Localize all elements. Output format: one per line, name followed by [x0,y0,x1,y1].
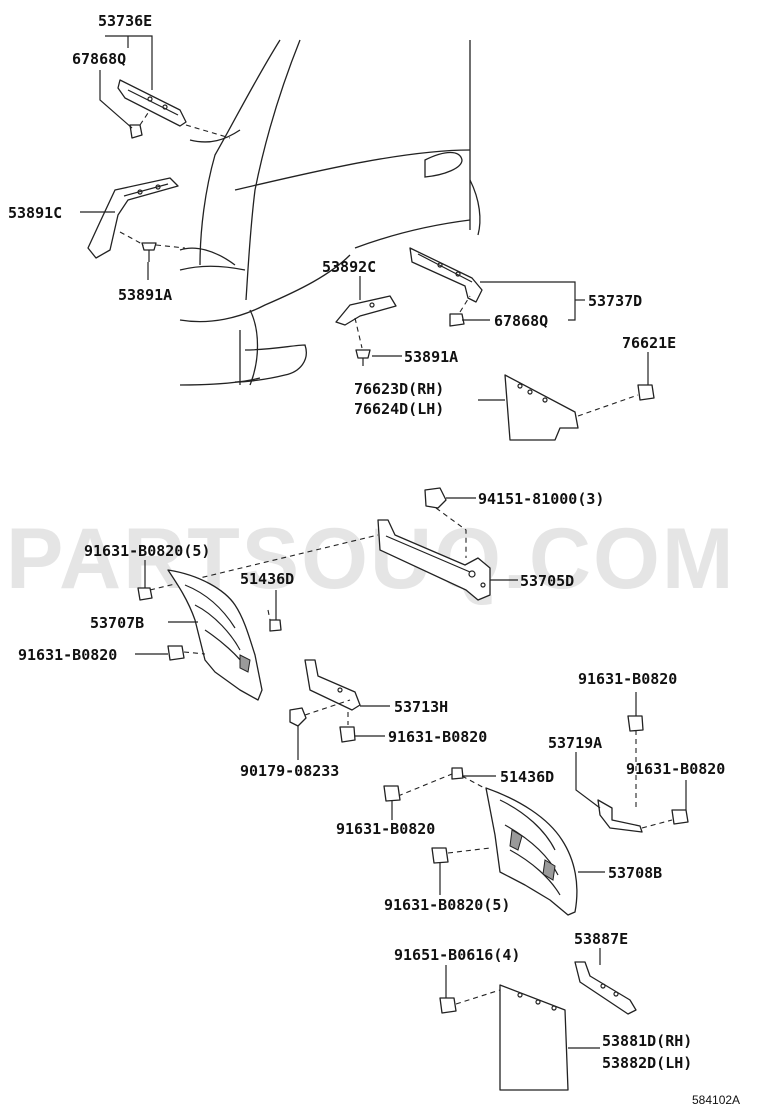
label-51436d-left: 51436D [240,570,294,588]
bolt-91631-b0820-center [339,726,356,743]
label-76623d-rh: 76623D(RH) [354,380,444,398]
label-67868q-top: 67868Q [72,50,126,68]
label-91631-b0820-lower-5: 91631-B0820(5) [384,896,510,914]
bolt-91631-b0820-right-top [627,715,644,732]
label-91631-b0820-top: 91631-B0820(5) [84,542,210,560]
clip-51436d-left [269,619,282,632]
label-53707b: 53707B [90,614,144,632]
screw-53891a-mid [355,349,371,366]
label-91631-b0820-center: 91631-B0820 [388,728,487,746]
bolt-91651-b0616 [439,997,457,1014]
label-76621e: 76621E [622,334,676,352]
clip-67868q-top [129,124,143,139]
label-53708b: 53708B [608,864,662,882]
label-53736e: 53736E [98,12,152,30]
label-91631-b0820-right-mid: 91631-B0820 [626,760,725,778]
liner-53708b [485,787,578,916]
label-67868q-right: 67868Q [494,312,548,330]
label-76624d-lh: 76624D(LH) [354,400,444,418]
label-91651-b0616: 91651-B0616(4) [394,946,520,964]
label-53891a-mid: 53891A [404,348,458,366]
bracket-53892c [335,295,397,326]
label-53887e: 53887E [574,930,628,948]
label-91631-b0820-lower: 91631-B0820 [336,820,435,838]
liner-53707b [167,569,263,701]
label-53882d-lh: 53882D(LH) [602,1054,692,1072]
label-91631-b0820-left: 91631-B0820 [18,646,117,664]
label-53881d-rh: 53881D(RH) [602,1032,692,1050]
callout-labels: 53736E 67868Q 53891C 53891A 53892C 53737… [8,12,740,1107]
diagram-code: 584102A [692,1093,740,1107]
bracket-53736e [117,79,187,127]
bracket-53719a [597,799,643,833]
label-53891a-left: 53891A [118,286,172,304]
bolt-91631-b0820-left [167,645,185,661]
vehicle-body-outline [179,39,481,386]
bolt-91631-b0820-lower [383,785,401,802]
bracket-53891c [87,177,179,259]
mudflap-53881d [499,984,569,1091]
screw-53891a-left [141,242,157,262]
bolt-91631-b0820-lower-5 [431,847,449,864]
bolt-91631-b0820-top [137,587,153,601]
bracket-53705d [377,519,491,601]
clip-51436d-right [451,767,464,780]
label-94151-81000: 94151-81000(3) [478,490,604,508]
nut-90179-08233 [289,707,307,727]
bracket-53713h [304,659,361,711]
clip-76621e [637,384,655,401]
bracket-53737d [409,247,483,303]
clip-67868q-right [449,313,465,327]
label-91631-b0820-right-top: 91631-B0820 [578,670,677,688]
label-53713h: 53713H [394,698,448,716]
watermark-text: PARTSOUQ.COM [6,511,736,607]
label-53892c: 53892C [322,258,376,276]
mudflap-76623d [504,374,579,441]
label-90179-08233: 90179-08233 [240,762,339,780]
label-53891c: 53891C [8,204,62,222]
leader-lines [80,35,687,1049]
label-53737d: 53737D [588,292,642,310]
bolt-91631-b0820-right-mid [671,809,689,825]
bracket-53887e [574,961,637,1015]
label-51436d-right: 51436D [500,768,554,786]
label-53719a: 53719A [548,734,602,752]
nut-94151-81000 [424,487,447,509]
label-53705d: 53705D [520,572,574,590]
